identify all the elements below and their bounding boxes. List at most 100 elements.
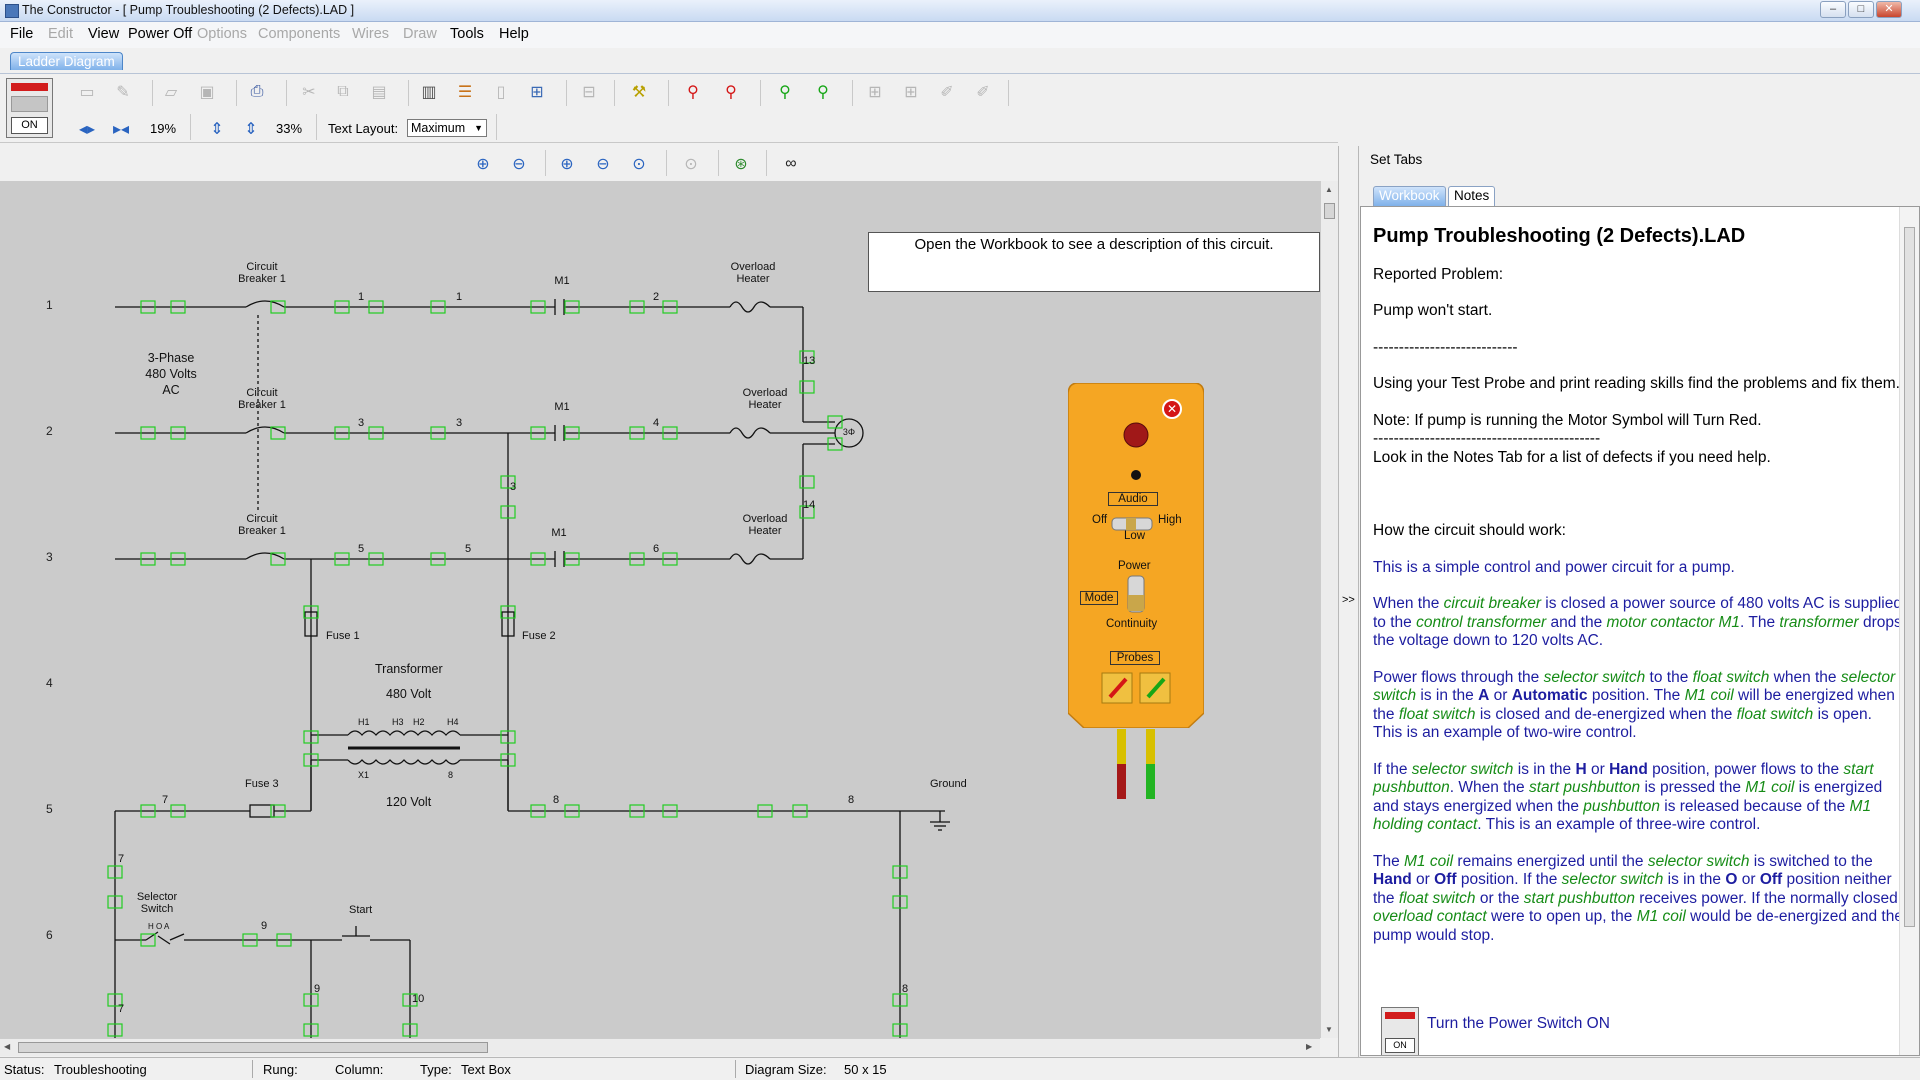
blank-page-icon[interactable]: ▯ [496,84,506,101]
connection-point[interactable] [368,552,384,566]
connection-point[interactable] [140,804,156,818]
connection-point[interactable] [792,804,808,818]
connection-point[interactable] [827,415,843,429]
connection-point[interactable] [500,730,516,744]
connection-point[interactable] [170,804,186,818]
menu-file[interactable]: File [10,26,34,42]
green-probe-icon[interactable]: ⚲ [779,84,791,101]
copy-icon[interactable]: ⧉ [337,83,349,100]
connection-point[interactable] [430,300,446,314]
save-icon[interactable]: ▣ [199,84,215,101]
scroll-right-icon[interactable]: ▶ [1306,1042,1313,1051]
connection-point[interactable] [107,1023,123,1037]
connection-point[interactable] [270,804,286,818]
scroll-left-icon[interactable]: ◀ [4,1042,11,1051]
text-layout-select[interactable]: Maximum ▼ [407,119,487,137]
binoculars-icon[interactable]: ∞ [785,155,797,172]
connection-point[interactable] [303,605,319,619]
connection-point[interactable] [276,933,292,947]
connection-point[interactable] [140,426,156,440]
connection-point[interactable] [170,426,186,440]
edit-file-icon[interactable]: ✎ [116,84,130,101]
connection-point[interactable] [500,505,516,519]
connection-point[interactable] [270,426,286,440]
connection-point[interactable] [334,426,350,440]
close-tester-icon[interactable]: ✕ [1162,399,1182,419]
scroll-thumb[interactable] [1324,203,1335,219]
red-probe-icon[interactable]: ⚲ [687,84,699,101]
pencil-icon[interactable]: ✐ [940,84,954,101]
zoom-in-icon[interactable]: ⊕ [476,156,490,173]
connection-point[interactable] [799,505,815,519]
menu-tools[interactable]: Tools [450,26,484,42]
menu-view[interactable]: View [88,26,120,42]
tab-notes[interactable]: Notes [1448,186,1496,206]
connection-point[interactable] [564,552,580,566]
expand-panel-icon[interactable]: >> [1342,594,1355,606]
red-probe-lead[interactable] [1117,729,1126,799]
ladder-canvas[interactable]: 1 2 3 4 5 6 3-Phase 480 Volts AC Circuit… [0,181,1320,1038]
connection-point[interactable] [530,300,546,314]
menu-options[interactable]: Options [197,26,247,42]
h-shrink-icon[interactable]: ◂▸ [78,121,96,138]
zoom-width-icon[interactable]: ⊖ [596,156,610,173]
menu-power-off[interactable]: Power Off [128,26,193,42]
open-file-icon[interactable]: ▱ [164,84,178,101]
connection-point[interactable] [629,552,645,566]
v-expand-icon[interactable]: ⇕ [210,121,224,138]
minimize-button[interactable]: – [1820,1,1846,18]
zoom-previous-icon[interactable]: ⊛ [734,156,748,173]
connection-point[interactable] [140,552,156,566]
scroll-up-icon[interactable]: ▲ [1325,185,1333,194]
connection-point[interactable] [334,552,350,566]
connection-point[interactable] [629,804,645,818]
connection-point[interactable] [242,933,258,947]
connection-point[interactable] [892,1023,908,1037]
connection-point[interactable] [368,426,384,440]
connection-point[interactable] [107,865,123,879]
workbook-scrollbar[interactable] [1899,207,1919,1055]
grid-icon[interactable]: ⊟ [582,84,596,101]
new-file-icon[interactable]: ▭ [79,84,95,101]
panel-splitter[interactable]: >> [1338,146,1359,1057]
audio-switch[interactable] [1112,518,1152,532]
red-probe-button[interactable] [1102,673,1132,703]
connection-point[interactable] [892,865,908,879]
menu-components[interactable]: Components [258,26,341,42]
connection-point[interactable] [303,993,319,1007]
select-icon[interactable]: ⊞ [868,84,882,101]
connection-point[interactable] [892,895,908,909]
circuit-note-textbox[interactable]: Open the Workbook to see a description o… [868,232,1320,292]
connection-point[interactable] [662,552,678,566]
canvas-vertical-scrollbar[interactable]: ▲ ▼ [1320,181,1338,1038]
close-button[interactable]: ✕ [1876,1,1902,18]
connection-point[interactable] [368,300,384,314]
green-probe-button[interactable] [1140,673,1170,703]
connection-point[interactable] [662,300,678,314]
connection-point[interactable] [430,552,446,566]
h-expand-icon[interactable]: ▸◂ [112,121,130,138]
connection-point[interactable] [564,426,580,440]
connection-point[interactable] [500,475,516,489]
connection-point[interactable] [303,730,319,744]
connection-point[interactable] [430,426,446,440]
print-icon[interactable]: ⎙ [250,83,264,100]
rungs-icon[interactable]: ▥ [421,84,437,101]
green-probe-lead[interactable] [1146,729,1155,799]
canvas-horizontal-scrollbar[interactable]: ◀ ▶ [0,1038,1320,1056]
zoom-reset-icon[interactable]: ⊙ [684,156,698,173]
green-lead-icon[interactable]: ⚲ [817,84,829,101]
connection-point[interactable] [140,300,156,314]
cut-icon[interactable]: ✂ [302,84,316,101]
menu-edit[interactable]: Edit [48,26,73,42]
maximize-button[interactable]: □ [1848,1,1874,18]
components-icon[interactable]: ☰ [457,84,473,101]
connection-point[interactable] [270,300,286,314]
menu-help[interactable]: Help [499,26,529,42]
layout-icon[interactable]: ⊞ [530,84,544,101]
scroll-down-icon[interactable]: ▼ [1325,1025,1333,1034]
tab-ladder-diagram[interactable]: Ladder Diagram [10,52,123,70]
mode-switch[interactable] [1128,576,1144,612]
connection-point[interactable] [564,804,580,818]
scroll-thumb[interactable] [1904,227,1915,927]
